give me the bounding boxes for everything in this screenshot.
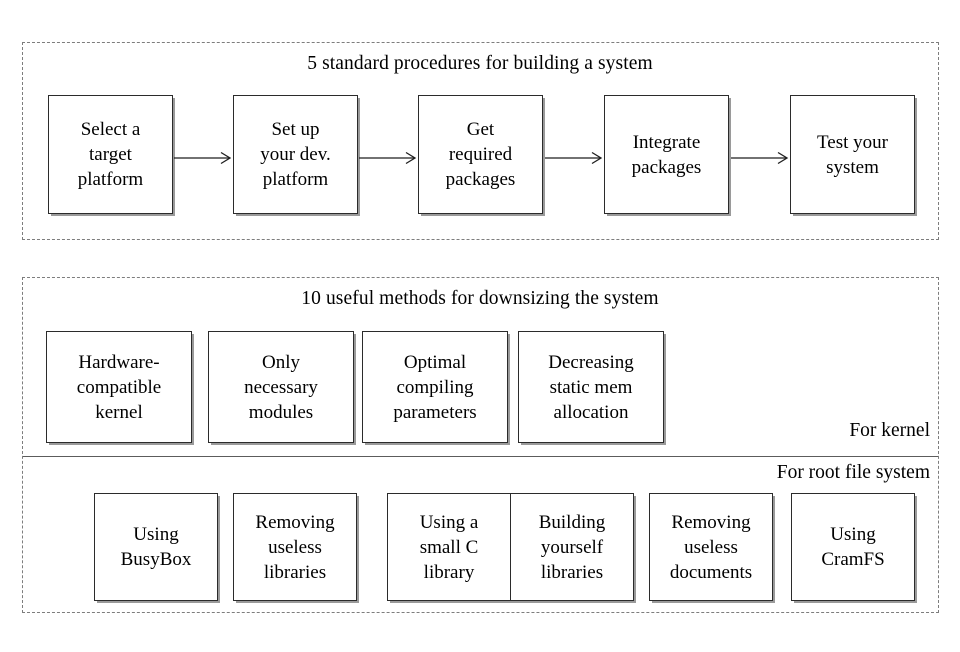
method-box-hardware-compatible-kernel[interactable]: Hardware- compatible kernel — [46, 331, 192, 443]
process-box-select-target-platform[interactable]: Select a target platform — [48, 95, 173, 214]
method-box-optimal-compiling-parameters[interactable]: Optimal compiling parameters — [362, 331, 508, 443]
group-divider — [23, 456, 938, 457]
process-box-label: Get required packages — [445, 119, 516, 190]
method-box-label: Only necessary modules — [244, 351, 318, 423]
process-box-test-your-system[interactable]: Test your system — [790, 95, 915, 214]
method-box-label: Using BusyBox — [120, 524, 192, 570]
method-box-decreasing-static-mem-allocation[interactable]: Decreasing static mem allocation — [518, 331, 664, 443]
group-caption-for-root-file-system: For root file system — [776, 462, 930, 483]
method-box-using-a-small-c-library[interactable]: Using a small C library — [387, 493, 511, 601]
method-box-label: Removing useless documents — [669, 511, 753, 583]
method-box-label: Decreasing static mem allocation — [548, 351, 634, 423]
method-box-label: Building yourself libraries — [538, 511, 606, 583]
method-box-removing-useless-libraries[interactable]: Removing useless libraries — [233, 493, 357, 601]
method-box-label: Hardware- compatible kernel — [76, 351, 162, 423]
process-box-label: Integrate packages — [631, 131, 702, 178]
method-box-removing-useless-documents[interactable]: Removing useless documents — [649, 493, 773, 601]
arrow-right-icon — [359, 149, 419, 167]
method-box-label: Using a small C library — [419, 511, 479, 583]
arrow-right-icon — [545, 149, 605, 167]
process-box-get-required-packages[interactable]: Get required packages — [418, 95, 543, 214]
process-box-set-up-dev-platform[interactable]: Set up your dev. platform — [233, 95, 358, 214]
process-box-label: Select a target platform — [77, 119, 144, 190]
group-caption-for-kernel: For kernel — [849, 420, 930, 441]
arrow-right-icon — [731, 149, 791, 167]
process-box-label: Set up your dev. platform — [260, 119, 331, 190]
panel-title-downsizing-methods: 10 useful methods for downsizing the sys… — [301, 288, 659, 309]
method-box-label: Using CramFS — [821, 524, 885, 570]
method-box-label: Optimal compiling parameters — [393, 351, 477, 423]
method-box-building-yourself-libraries[interactable]: Building yourself libraries — [510, 493, 634, 601]
method-box-label: Removing useless libraries — [255, 511, 335, 583]
method-box-only-necessary-modules[interactable]: Only necessary modules — [208, 331, 354, 443]
method-box-using-cramfs[interactable]: Using CramFS — [791, 493, 915, 601]
panel-title-standard-procedures: 5 standard procedures for building a sys… — [307, 53, 653, 74]
process-box-integrate-packages[interactable]: Integrate packages — [604, 95, 729, 214]
process-box-label: Test your system — [817, 131, 888, 178]
method-box-using-busybox[interactable]: Using BusyBox — [94, 493, 218, 601]
arrow-right-icon — [174, 149, 234, 167]
